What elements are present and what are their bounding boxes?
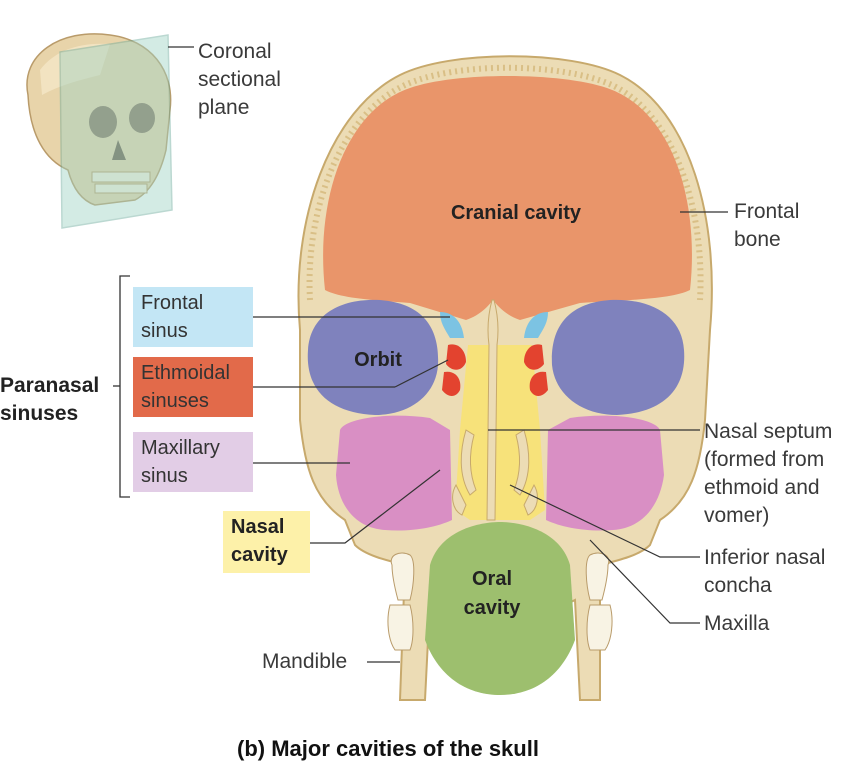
frontal-sinus-right bbox=[524, 312, 548, 338]
maxilla-label: Maxilla bbox=[704, 612, 770, 635]
inferior-concha-label: Inferior nasal concha bbox=[704, 546, 826, 597]
frontal-sinus-left bbox=[440, 312, 464, 338]
orbit-left bbox=[307, 299, 439, 415]
inset-skull bbox=[26, 33, 194, 229]
maxillary-sinus-right bbox=[546, 415, 664, 531]
nasal-cavity-label: Nasal cavity bbox=[223, 511, 310, 573]
nasal-septum bbox=[486, 299, 499, 521]
ethmoid-cells bbox=[442, 344, 548, 396]
maxillary-sinus-left bbox=[336, 415, 452, 531]
teeth bbox=[387, 552, 613, 651]
cranial-cavity bbox=[323, 76, 692, 320]
frontal-bone-label: Frontal bone bbox=[734, 200, 800, 251]
paranasal-sinuses-label: Paranasal sinuses bbox=[0, 374, 100, 425]
coronal-plane-label: Coronal sectional plane bbox=[198, 40, 281, 119]
figure-caption: (b) Major cavities of the skull bbox=[237, 736, 539, 761]
oral-cavity bbox=[425, 522, 575, 695]
leader-lines bbox=[252, 211, 728, 663]
frontal-sinus-label: Frontal sinus bbox=[133, 287, 253, 347]
orbit-right bbox=[551, 299, 685, 415]
paranasal-bracket bbox=[119, 275, 130, 498]
maxillary-sinus-label: Maxillary sinus bbox=[133, 432, 253, 492]
nasal-septum-label: Nasal septum (formed from ethmoid and vo… bbox=[704, 420, 833, 527]
coronal-plane bbox=[59, 34, 173, 229]
orbit-label: Orbit bbox=[354, 349, 402, 371]
ethmoidal-sinuses-label: Ethmoidal sinuses bbox=[133, 357, 253, 417]
mandible-label: Mandible bbox=[262, 650, 348, 673]
cranial-cavity-label: Cranial cavity bbox=[451, 202, 582, 224]
